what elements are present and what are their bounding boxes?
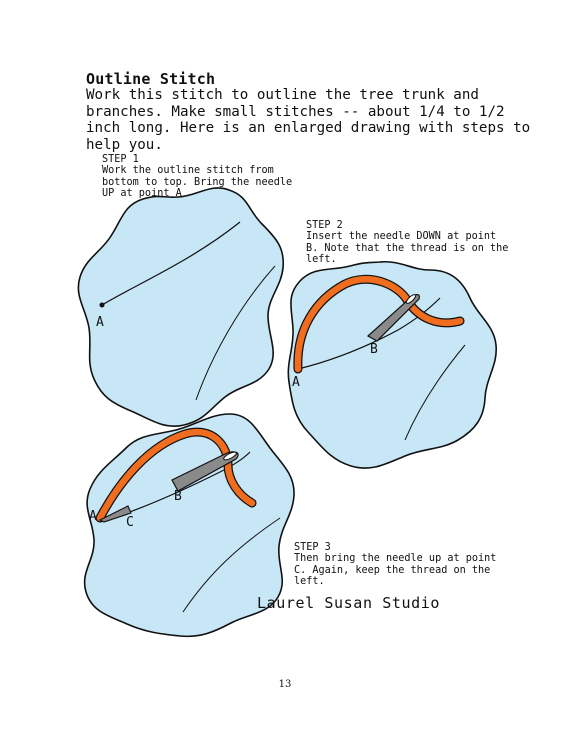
step-line: left.	[306, 254, 337, 266]
point-a-label: A	[89, 509, 97, 524]
trunk-line-1	[101, 221, 241, 306]
trunk-line-2	[297, 297, 441, 370]
hoop-step-1: A	[77, 187, 285, 427]
thread-3-fill	[96, 429, 256, 522]
point-b-label: B	[174, 489, 182, 504]
step-3-caption: STEP 3 Then bring the needle up at point…	[294, 542, 496, 588]
point-b-label: B	[370, 342, 378, 357]
needle-tip-3	[98, 505, 132, 523]
step-line: left.	[294, 576, 325, 588]
intro-line: branches. Make small stitches -- about 1…	[86, 103, 505, 120]
hoop-step-2: B A	[287, 260, 497, 469]
hoop-step-3: B A C	[83, 413, 295, 638]
step-line: UP at point A	[102, 188, 182, 200]
intro-line: help you.	[86, 136, 163, 153]
intro-line: Work this stitch to outline the tree tru…	[86, 87, 479, 103]
step-line: Then bring the needle up at point	[294, 553, 497, 565]
step-1-caption: STEP 1 Work the outline stitch from bott…	[102, 154, 292, 200]
needle-eye-3	[223, 451, 237, 461]
step-line: B. Note that the thread is on the	[306, 242, 509, 254]
step-line: Insert the needle DOWN at point	[306, 231, 497, 243]
intro-line: inch long. Here is an enlarged drawing w…	[86, 120, 531, 136]
branch-line-3	[182, 517, 281, 613]
branch-line-2	[404, 344, 466, 441]
branch-line-1	[195, 265, 276, 401]
intro-paragraph: Work this stitch to outline the tree tru…	[86, 87, 531, 153]
needle-3	[171, 451, 239, 492]
studio-credit: Laurel Susan Studio	[257, 594, 440, 612]
needle-eye-2	[405, 294, 417, 304]
fabric-circle-1	[77, 187, 285, 427]
section-title: Outline Stitch	[86, 70, 216, 88]
step-line: C. Again, keep the thread on the	[294, 564, 491, 576]
page-number: 13	[278, 679, 292, 690]
step-line: STEP 3	[294, 542, 331, 553]
step-line: STEP 1	[102, 154, 139, 165]
point-a-label: A	[96, 315, 104, 330]
step-2-caption: STEP 2 Insert the needle DOWN at point B…	[306, 220, 508, 266]
point-a-dot	[99, 302, 105, 308]
point-a-label: A	[292, 375, 300, 390]
step-line: STEP 2	[306, 220, 343, 231]
step-line: bottom to top. Bring the needle	[102, 176, 293, 188]
fabric-circle-2	[287, 260, 497, 469]
point-c-label: C	[126, 515, 134, 530]
thread-2-fill	[294, 276, 464, 373]
step-line: Work the outline stitch from	[102, 165, 274, 177]
